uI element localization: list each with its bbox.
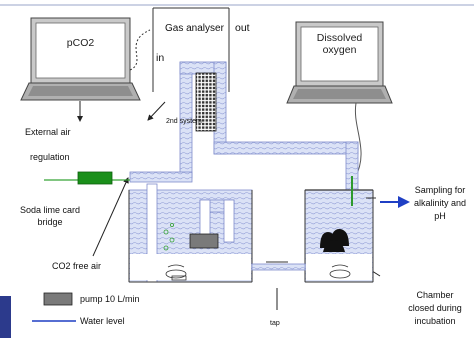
legend-pump-label: pump 10 L/min [80, 294, 140, 304]
legend-water-label: Water level [80, 316, 125, 326]
legend-pump-swatch [43, 292, 73, 306]
soda-lime-label-2: bridge [37, 217, 63, 227]
right-tank [304, 189, 374, 283]
sampling-label-1: Sampling for [414, 185, 466, 195]
oxygen-cable [354, 102, 362, 179]
soda-lime-card [77, 171, 113, 185]
co2-air-arrow [92, 177, 129, 257]
gas-analyser-box [152, 7, 230, 92]
oxygen-label-2: oxygen [322, 44, 357, 56]
second-system-label: 2nd system [166, 118, 202, 125]
external-air-label: External air [25, 127, 71, 137]
regulation-label: regulation [30, 152, 70, 162]
chamber-label-1: Chamber [416, 290, 454, 300]
left-tank [128, 183, 253, 283]
gas-analyser-label: Gas analyser [165, 23, 224, 34]
out-label: out [235, 22, 250, 34]
oxygen-laptop [286, 21, 393, 104]
pco2-laptop [20, 17, 141, 101]
tube-system [129, 61, 359, 191]
accent-bar [0, 296, 11, 338]
in-label: in [156, 52, 165, 64]
co2-free-air-label: CO2 free air [52, 261, 102, 271]
pump [189, 233, 219, 249]
tap-label: tap [270, 320, 280, 327]
sampling-label-2: alkalinity and [413, 198, 467, 208]
oxygen-label-1: Dissolved [316, 32, 363, 44]
sampling-label-3: pH [434, 211, 446, 221]
pco2-cable [129, 29, 151, 71]
chamber-label-3: incubation [414, 316, 456, 326]
second-system-arrow [147, 101, 166, 121]
connecting-pipe [251, 263, 306, 271]
pco2-label: pCO2 [66, 37, 95, 49]
incubated-organisms [320, 228, 349, 252]
chamber-label-2: closed during [408, 303, 462, 313]
analyser-cell [195, 72, 217, 132]
soda-lime-label-1: Soda lime card [19, 205, 81, 215]
